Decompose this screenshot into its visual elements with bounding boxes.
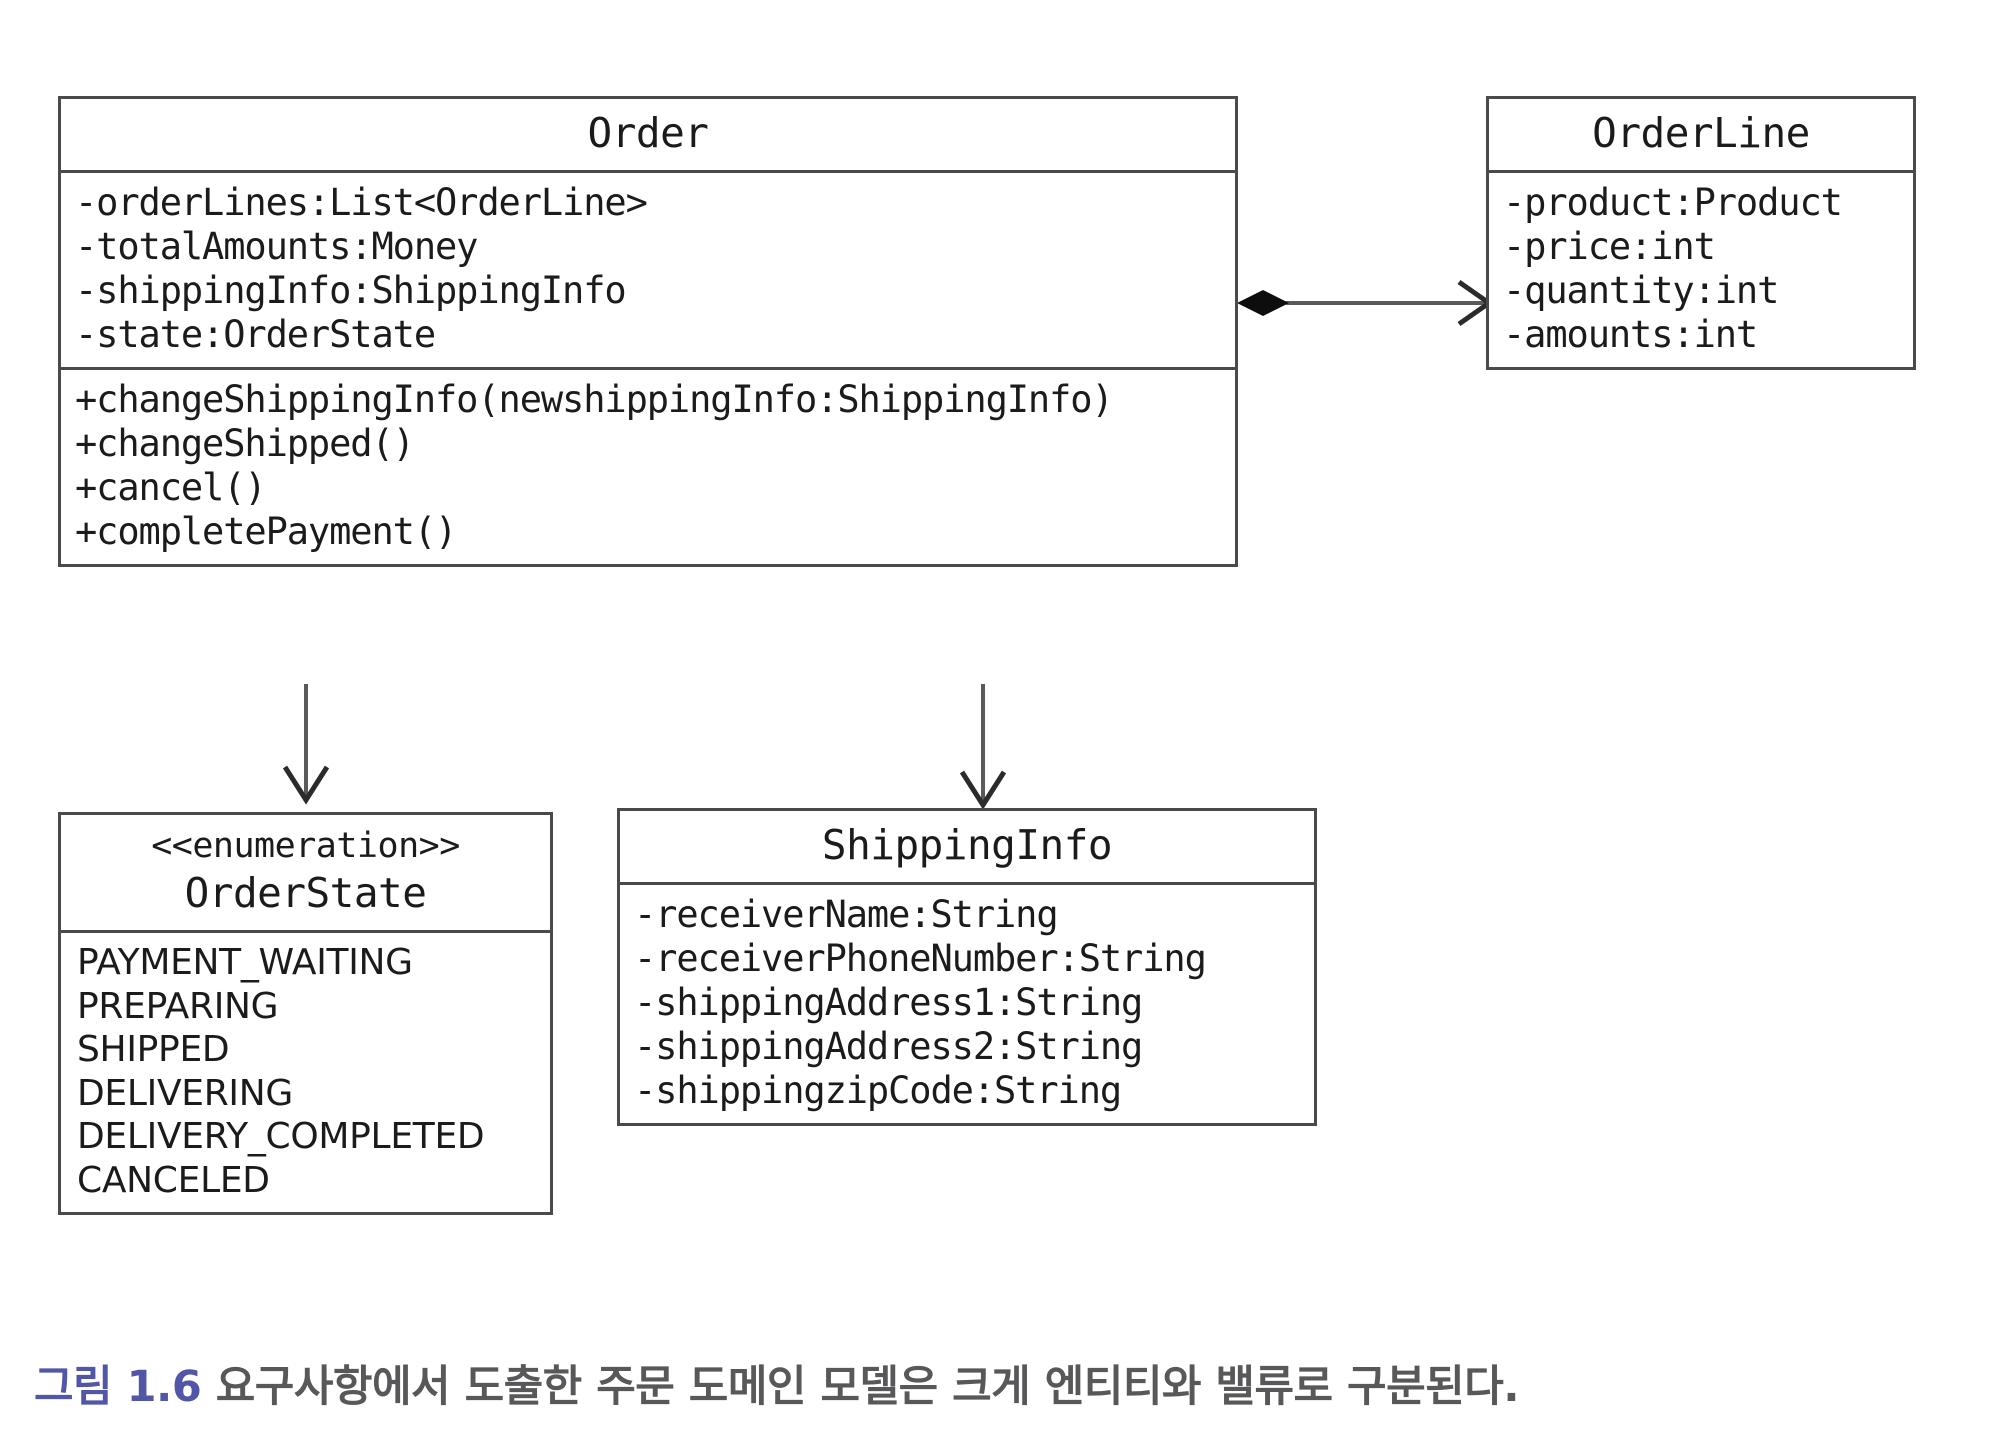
attribute-row: -price:int bbox=[1503, 225, 1716, 269]
enum-value-row: PREPARING bbox=[77, 985, 279, 1027]
attribute-row: -totalAmounts:Money bbox=[75, 225, 478, 269]
composition-diamond-icon bbox=[1237, 290, 1289, 316]
operation-row: +cancel() bbox=[75, 466, 267, 510]
operations-compartment-order: +changeShippingInfo(newshippingInfo:Ship… bbox=[61, 367, 1235, 564]
enum-value-row: PAYMENT_WAITING bbox=[77, 942, 413, 984]
attribute-row: -amounts:int bbox=[1503, 313, 1758, 357]
class-box-orderline[interactable]: OrderLine -product:Product -price:int -q… bbox=[1486, 96, 1916, 371]
open-arrowhead-icon bbox=[282, 765, 330, 805]
operation-row: +changeShipped() bbox=[75, 422, 415, 466]
class-header-orderline: OrderLine bbox=[1489, 99, 1913, 170]
attribute-row: -shippingAddress2:String bbox=[634, 1025, 1143, 1069]
attribute-row: -shippingInfo:ShippingInfo bbox=[75, 269, 627, 313]
class-box-order[interactable]: Order -orderLines:List<OrderLine> -total… bbox=[58, 96, 1238, 568]
class-name-orderline: OrderLine bbox=[1592, 109, 1810, 157]
figure-caption-text: 요구사항에서 도출한 주문 도메인 모델은 크게 엔티티와 밸류로 구분된다. bbox=[201, 1362, 1520, 1412]
enum-value-row: SHIPPED bbox=[77, 1029, 230, 1071]
attribute-row: -orderLines:List<OrderLine> bbox=[75, 181, 648, 225]
relation-order-shippinginfo bbox=[959, 684, 1007, 810]
relation-order-orderstate bbox=[282, 684, 330, 805]
enum-value-row: DELIVERY_COMPLETED bbox=[77, 1116, 485, 1158]
stereotype-label: <<enumeration>> bbox=[151, 826, 460, 866]
attribute-row: -shippingzipCode:String bbox=[634, 1069, 1122, 1113]
attribute-row: -shippingAddress1:String bbox=[634, 981, 1143, 1025]
class-name-orderstate: <<enumeration>> OrderState bbox=[61, 815, 550, 930]
class-box-shippinginfo[interactable]: ShippingInfo -receiverName:String -recei… bbox=[617, 808, 1317, 1127]
enum-value-row: DELIVERING bbox=[77, 1072, 293, 1114]
open-arrowhead-icon bbox=[959, 770, 1007, 810]
relation-order-orderline bbox=[1237, 279, 1494, 327]
figure-caption: 그림 1.6 요구사항에서 도출한 주문 도메인 모델은 크게 엔티티와 밸류로… bbox=[34, 1352, 1934, 1414]
class-name-order: Order bbox=[587, 109, 709, 157]
attribute-row: -receiverName:String bbox=[634, 893, 1059, 937]
operation-row: +completePayment() bbox=[75, 510, 457, 554]
open-arrowhead-icon bbox=[1457, 279, 1494, 327]
attributes-compartment-orderline: -product:Product -price:int -quantity:in… bbox=[1489, 170, 1913, 367]
attributes-compartment-shippinginfo: -receiverName:String -receiverPhoneNumbe… bbox=[620, 882, 1314, 1123]
attributes-compartment-order: -orderLines:List<OrderLine> -totalAmount… bbox=[61, 170, 1235, 367]
class-name-shippinginfo: ShippingInfo bbox=[821, 821, 1113, 869]
class-header-orderstate: <<enumeration>> OrderState bbox=[61, 815, 550, 930]
enum-value-row: CANCELED bbox=[77, 1159, 270, 1201]
class-header-shippinginfo: ShippingInfo bbox=[620, 811, 1314, 882]
class-box-orderstate[interactable]: <<enumeration>> OrderState PAYMENT_WAITI… bbox=[58, 812, 553, 1216]
enum-values-compartment: PAYMENT_WAITING PREPARING SHIPPED DELIVE… bbox=[61, 930, 550, 1212]
attribute-row: -quantity:int bbox=[1503, 269, 1779, 313]
attribute-row: -receiverPhoneNumber:String bbox=[634, 937, 1207, 981]
class-header-order: Order bbox=[61, 99, 1235, 170]
figure-number: 그림 1.6 bbox=[34, 1362, 202, 1412]
attribute-row: -state:OrderState bbox=[75, 313, 436, 357]
operation-row: +changeShippingInfo(newshippingInfo:Ship… bbox=[75, 378, 1114, 422]
attribute-row: -product:Product bbox=[1503, 181, 1843, 225]
